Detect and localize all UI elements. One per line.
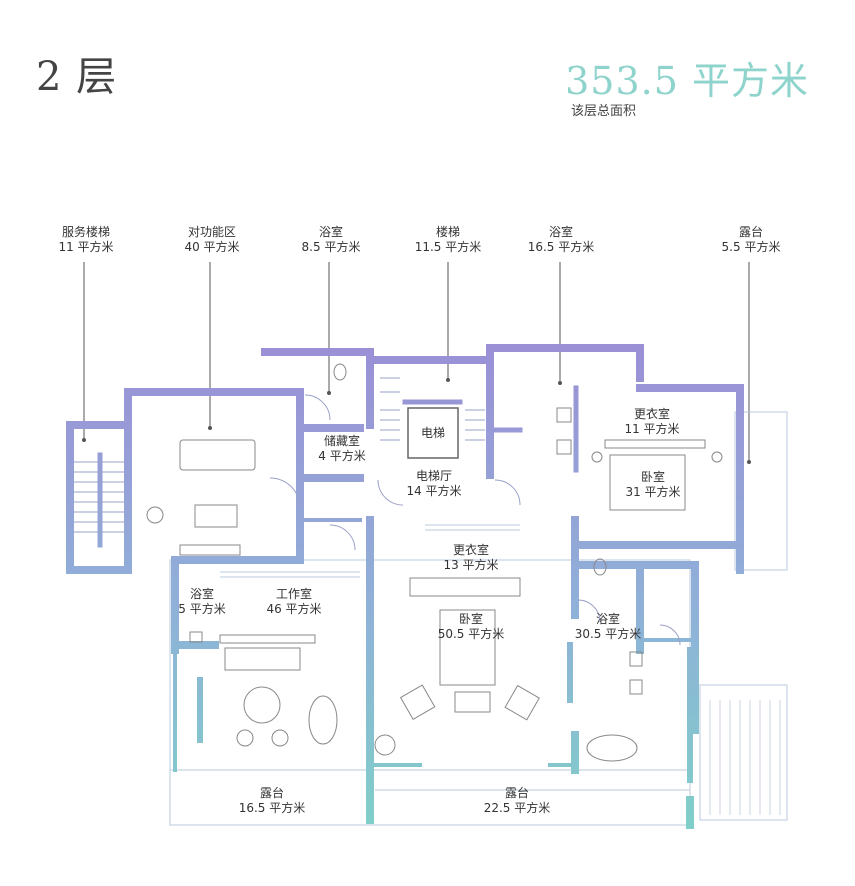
room-name: 浴室: [595, 612, 621, 626]
room-storage: 储藏室 4 平方米: [318, 434, 365, 464]
room-area: 11 平方米: [624, 422, 680, 436]
callout-bathroom-2: 浴室 16.5 平方米: [528, 225, 595, 255]
room-name: 更衣室: [633, 407, 670, 421]
room-name: 更衣室: [452, 543, 489, 557]
room-area: 31 平方米: [625, 485, 681, 499]
main-stair-treads: [380, 377, 485, 441]
room-name: 储藏室: [323, 434, 361, 448]
room-bedroom-1: 卧室 31 平方米: [625, 470, 680, 500]
room-area: 13 平方米: [443, 558, 499, 572]
room-area: 46 平方米: [266, 602, 322, 616]
room-name: 浴室: [189, 587, 215, 601]
floor-label: 2 层: [36, 54, 118, 100]
elevator: [407, 407, 459, 459]
room-dressing-1: 更衣室 11 平方米: [624, 407, 679, 437]
callout-name: 楼梯: [435, 225, 461, 239]
room-name: 卧室: [458, 612, 484, 626]
walls: [66, 344, 744, 829]
callout-bathroom-1: 浴室 8.5 平方米: [302, 225, 361, 255]
doors: [269, 394, 681, 646]
room-name: 露台: [504, 786, 530, 800]
callout-service-stair: 服务楼梯 11 平方米: [58, 225, 113, 255]
room-terrace-1: 露台 16.5 平方米: [239, 786, 306, 816]
callout-name: 露台: [738, 225, 763, 239]
callout-name: 浴室: [318, 225, 343, 239]
callout-area: 16.5 平方米: [527, 240, 595, 254]
room-area: 4 平方米: [318, 449, 366, 463]
room-elevator-hall: 电梯厅 14 平方米: [406, 469, 461, 499]
room-name: 电梯厅: [415, 469, 452, 483]
total-area-caption: 该层总面积: [571, 104, 637, 119]
room-name: 工作室: [275, 587, 312, 601]
total-area: 353.5 平方米: [565, 59, 809, 103]
room-bedroom-2: 卧室 50.5 平方米: [438, 612, 505, 642]
callout-area: 5.5 平方米: [721, 240, 781, 254]
callout-area: 11.5 平方米: [414, 240, 482, 254]
room-name: 露台: [259, 786, 285, 800]
service-stair-treads: [74, 461, 124, 533]
callout-functional-zone: 对功能区 40 平方米: [184, 225, 239, 255]
terrace-steps: [709, 700, 781, 815]
room-terrace-2: 露台 22.5 平方米: [484, 786, 551, 816]
room-studio: 工作室 46 平方米: [266, 587, 321, 617]
room-area: 50.5 平方米: [437, 627, 505, 641]
room-name: 卧室: [640, 470, 665, 484]
callout-area: 11 平方米: [58, 240, 114, 254]
room-elevator: 电梯: [421, 426, 445, 441]
room-area: 30.5 平方米: [574, 627, 642, 641]
callout-name: 浴室: [548, 225, 574, 239]
room-dressing-2: 更衣室 13 平方米: [443, 543, 498, 573]
callout-stairs: 楼梯 11.5 平方米: [415, 225, 482, 255]
callout-terrace: 露台 5.5 平方米: [722, 225, 781, 255]
callout-area: 8.5 平方米: [301, 240, 361, 254]
callout-name: 服务楼梯: [61, 225, 110, 239]
room-bathroom-master: 浴室 30.5 平方米: [575, 612, 642, 642]
callout-lines: [83, 262, 750, 462]
furniture: [146, 363, 723, 762]
thin-outlines: [169, 411, 788, 826]
callout-name: 对功能区: [187, 225, 236, 239]
room-area: 14 平方米: [406, 484, 462, 498]
room-area: 16.5 平方米: [238, 801, 306, 815]
room-name: 电梯: [420, 426, 446, 440]
callout-area: 40 平方米: [184, 240, 240, 254]
room-bathroom-small: 浴室 5 平方米: [178, 587, 225, 617]
room-area: 5 平方米: [178, 602, 226, 616]
room-area: 22.5 平方米: [483, 801, 551, 815]
